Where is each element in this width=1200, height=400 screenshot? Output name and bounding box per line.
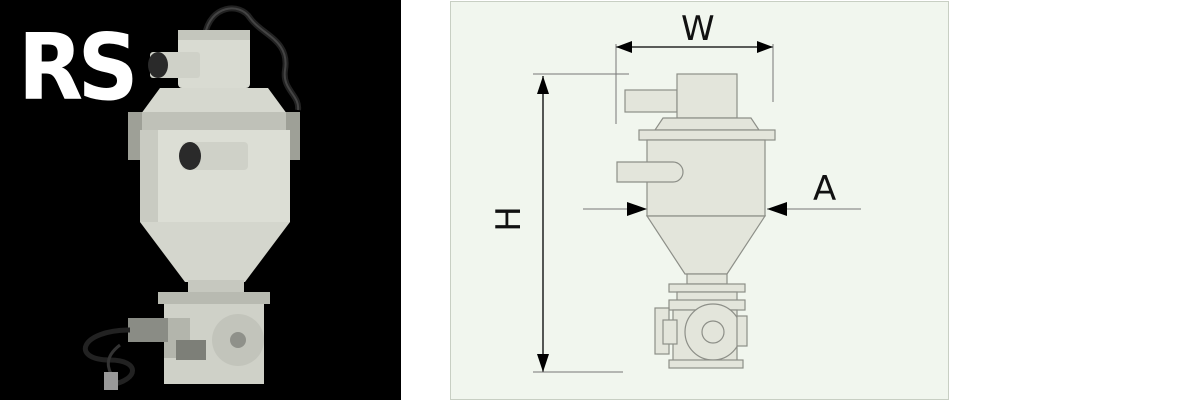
dimension-diagram: W A H (450, 1, 949, 400)
product-photo: RS (0, 0, 401, 400)
diameter-dimension-label: A (813, 169, 837, 209)
vacuum-loader-illustration (82, 5, 302, 390)
model-badge: RS (18, 14, 139, 121)
loader-outline-drawing (533, 41, 861, 373)
height-dimension-label: H (488, 206, 529, 232)
width-dimension-label: W (681, 9, 715, 49)
